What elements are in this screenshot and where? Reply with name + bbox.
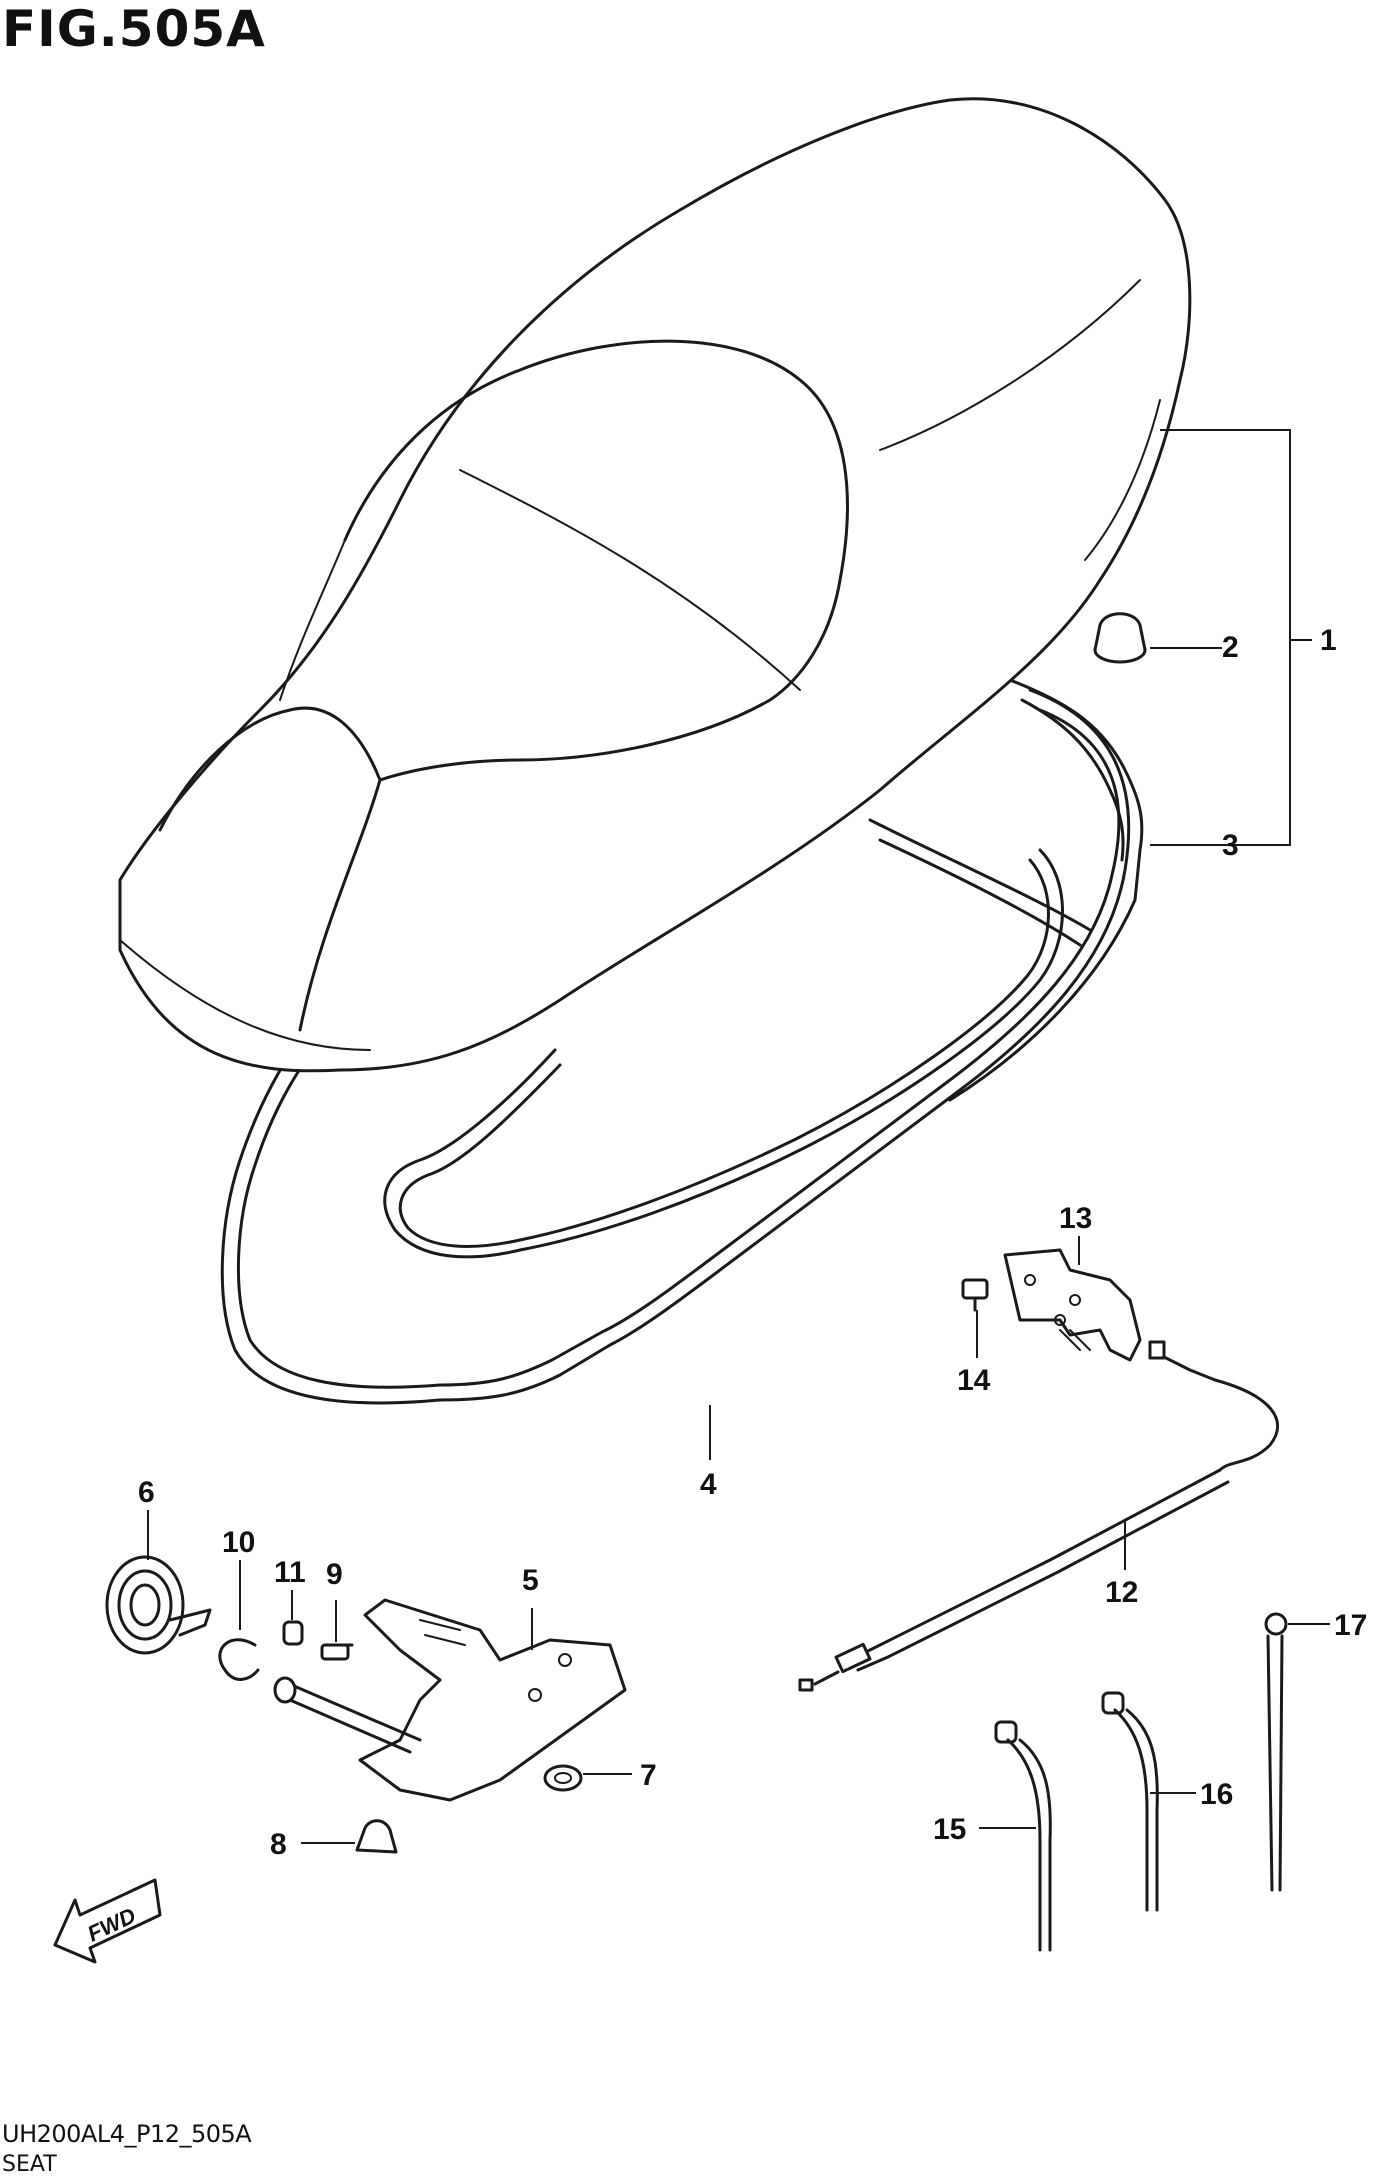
callout-7: 7 xyxy=(640,1759,657,1792)
callout-16: 16 xyxy=(1200,1778,1233,1811)
callout-9: 9 xyxy=(326,1558,343,1591)
clamp-17 xyxy=(1264,1612,1288,1892)
callout-6: 6 xyxy=(138,1476,155,1509)
screw-9 xyxy=(320,1643,354,1661)
seat-bumper-rubber xyxy=(1093,612,1147,664)
bolt-14 xyxy=(961,1278,989,1312)
seat-seal-strip xyxy=(868,678,1144,1102)
callout-1: 1 xyxy=(1320,624,1337,657)
seat-base-tray xyxy=(220,688,1131,1405)
leader-lines xyxy=(147,429,1330,1844)
seat-lock-cable xyxy=(798,1340,1280,1692)
callout-17: 17 xyxy=(1334,1609,1367,1642)
callout-8: 8 xyxy=(270,1828,287,1861)
seat-hinge-bracket xyxy=(273,1598,627,1802)
diagram-code: UH200AL4_P12_505A xyxy=(2,2120,252,2148)
diagram-name: SEAT xyxy=(2,2152,57,2177)
forward-direction-arrow: FWD xyxy=(53,1878,162,1964)
seat-hinge-spring xyxy=(105,1555,212,1655)
circlip-10 xyxy=(218,1638,260,1681)
callout-12: 12 xyxy=(1105,1576,1138,1609)
clamp-15 xyxy=(994,1720,1052,1952)
cushion-8 xyxy=(355,1819,398,1854)
figure-title: FIG.505A xyxy=(2,0,266,58)
callout-4: 4 xyxy=(700,1468,717,1501)
callout-15: 15 xyxy=(933,1813,966,1846)
clamp-16 xyxy=(1101,1691,1159,1912)
callout-11: 11 xyxy=(274,1556,306,1589)
collar-11 xyxy=(282,1620,304,1646)
seat-lock-latch xyxy=(1003,1248,1142,1362)
callout-labels: 1 2 3 4 5 6 7 8 9 10 11 12 13 14 15 16 1… xyxy=(138,624,1367,1861)
callout-14: 14 xyxy=(957,1364,991,1397)
callout-3: 3 xyxy=(1222,829,1239,862)
callout-13: 13 xyxy=(1059,1202,1092,1235)
callout-2: 2 xyxy=(1222,631,1239,664)
seat-cushion xyxy=(118,97,1192,1073)
callout-10: 10 xyxy=(222,1526,255,1559)
callout-5: 5 xyxy=(522,1564,539,1597)
grommet-7 xyxy=(543,1764,583,1792)
